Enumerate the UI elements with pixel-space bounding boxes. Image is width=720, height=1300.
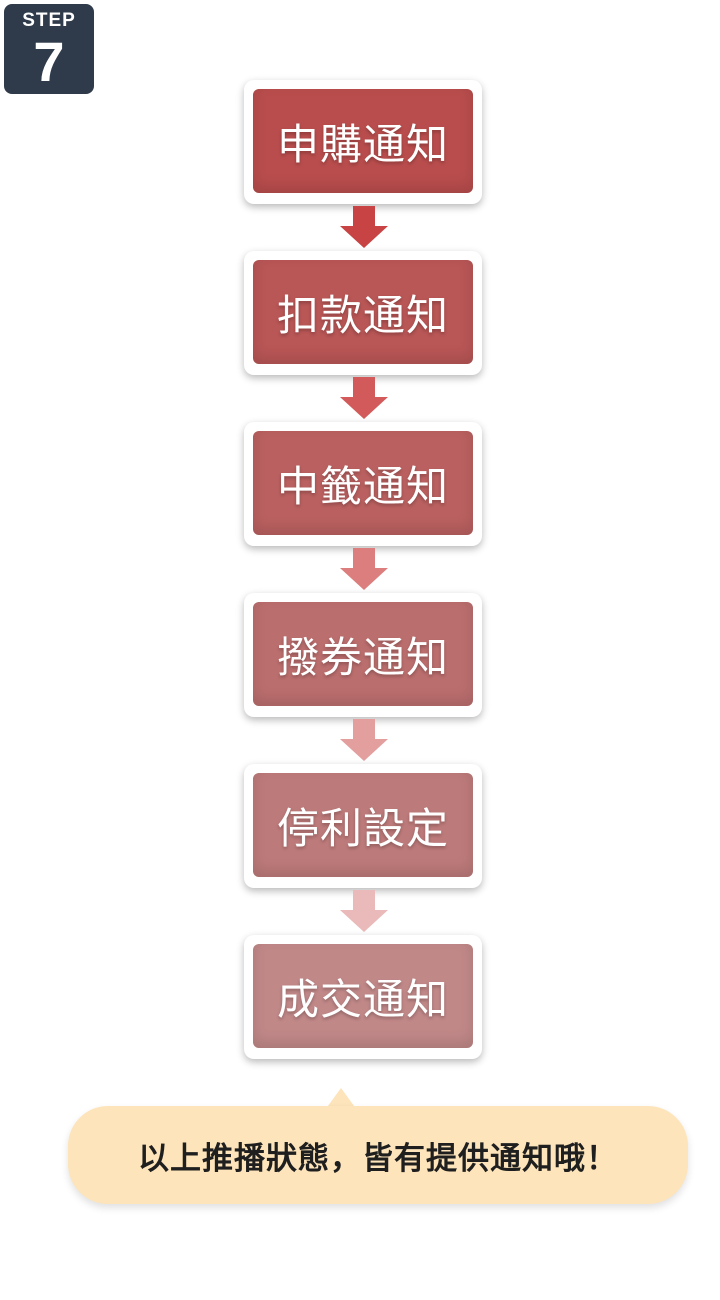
flow-node-4: 撥券通知 bbox=[244, 593, 482, 717]
flow-node-3: 中籤通知 bbox=[244, 422, 482, 546]
flow-node-label: 申購通知 bbox=[253, 89, 473, 193]
flow-node-label: 撥券通知 bbox=[253, 602, 473, 706]
flow-node-5: 停利設定 bbox=[244, 764, 482, 888]
step-label: STEP bbox=[22, 10, 76, 31]
down-arrow-icon bbox=[340, 548, 388, 590]
flow-node-label: 扣款通知 bbox=[253, 260, 473, 364]
flow-node-label: 中籤通知 bbox=[253, 431, 473, 535]
flow-diagram: 申購通知扣款通知中籤通知撥券通知停利設定成交通知 bbox=[244, 80, 482, 1059]
note-bubble-tail bbox=[325, 1088, 357, 1110]
flow-node-label: 停利設定 bbox=[253, 773, 473, 877]
down-arrow-icon bbox=[340, 377, 388, 419]
flow-node-1: 申購通知 bbox=[244, 80, 482, 204]
step-badge: STEP 7 bbox=[4, 4, 94, 94]
note-bubble: 以上推播狀態，皆有提供通知哦！ bbox=[68, 1106, 688, 1204]
flow-node-6: 成交通知 bbox=[244, 935, 482, 1059]
flow-node-2: 扣款通知 bbox=[244, 251, 482, 375]
step-number: 7 bbox=[33, 30, 65, 93]
flow-node-label: 成交通知 bbox=[253, 944, 473, 1048]
down-arrow-icon bbox=[340, 719, 388, 761]
down-arrow-icon bbox=[340, 890, 388, 932]
down-arrow-icon bbox=[340, 206, 388, 248]
